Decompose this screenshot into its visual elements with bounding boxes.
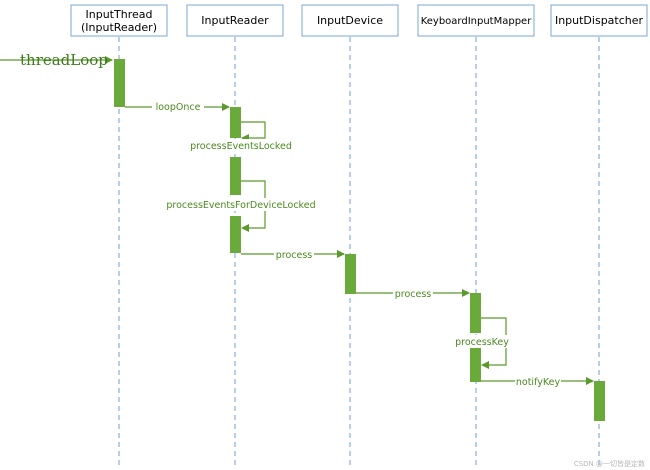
participant-inputthread: InputThread (InputReader)	[70, 4, 168, 37]
participant-label-line2: (InputReader)	[81, 21, 157, 34]
participant-inputdevice: InputDevice	[301, 4, 399, 37]
label-bg	[191, 139, 289, 152]
label-bg	[515, 375, 561, 388]
participant-box	[70, 4, 168, 37]
participant-inputreader: InputReader	[186, 4, 284, 37]
label-bg	[393, 287, 433, 300]
activations	[114, 59, 605, 421]
activation-inputreader-1	[230, 107, 241, 138]
participant-box	[417, 4, 535, 37]
message-labels: loopOnce processEventsLocked processEven…	[152, 100, 561, 388]
participant-label-line1: InputReader	[201, 14, 269, 27]
message-label-loopOnce: loopOnce	[156, 102, 201, 113]
activation-inputdispatcher	[594, 381, 605, 421]
message-label-process-1: process	[276, 250, 313, 261]
participant-box	[186, 4, 284, 37]
label-bg	[152, 100, 204, 113]
participant-label-line1: KeyboardInputMapper	[421, 16, 533, 27]
participant-label-line1: InputDevice	[317, 14, 383, 27]
label-bg	[455, 335, 509, 348]
label-bg	[170, 198, 312, 211]
entry-threadloop: threadLoop	[0, 51, 113, 69]
entry-label: threadLoop	[20, 51, 108, 69]
participant-label-line1: InputThread	[86, 8, 153, 21]
activation-keyboardinputmapper-1	[470, 293, 481, 333]
participant-keyboardinputmapper: KeyboardInputMapper	[417, 4, 535, 37]
activation-inputthread	[114, 59, 125, 107]
activation-inputreader-2	[230, 157, 241, 195]
participant-label-line1: InputDispatcher	[555, 14, 644, 27]
activation-inputreader-3	[230, 216, 241, 253]
message-processEventsLocked-loop	[241, 121, 266, 142]
participant-box	[550, 4, 648, 37]
watermark: CSDN @一切皆是定数	[574, 459, 645, 468]
message-label-notifyKey: notifyKey	[516, 377, 561, 388]
activation-inputdevice	[345, 254, 356, 294]
label-bg	[274, 248, 314, 261]
message-label-processEventsForDeviceLocked: processEventsForDeviceLocked	[166, 200, 315, 211]
participant-inputdispatcher: InputDispatcher	[550, 4, 648, 37]
participant-box	[301, 4, 399, 37]
message-label-process-2: process	[395, 289, 432, 300]
message-label-processEventsLocked: processEventsLocked	[190, 141, 292, 152]
activation-keyboardinputmapper-2	[470, 344, 481, 382]
message-label-processKey: processKey	[455, 337, 509, 348]
